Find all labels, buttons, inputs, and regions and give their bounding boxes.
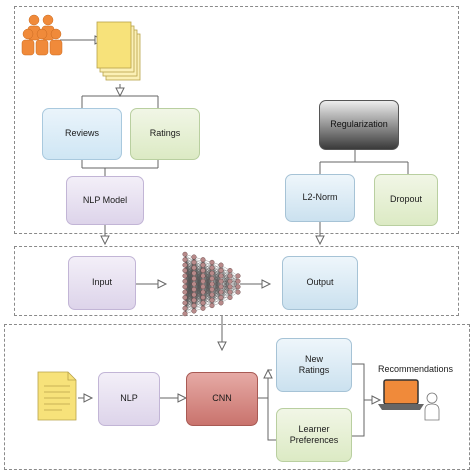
reviews-ratings-to-nlp-model-line — [81, 160, 159, 176]
ratings-label: Ratings — [149, 128, 181, 139]
learner-preferences-label: Learner Preferences — [289, 423, 339, 445]
input-label: Input — [91, 277, 113, 288]
dropout-label: Dropout — [389, 194, 423, 205]
output-label: Output — [306, 277, 334, 288]
recommendations-label: Recommendations — [378, 364, 454, 374]
cnn-to-outputs-line — [258, 369, 276, 441]
l2-norm-label: L2-Norm — [302, 192, 338, 203]
nlp-box: NLP — [98, 372, 160, 426]
input-box: Input — [68, 256, 136, 310]
regularization-label: Regularization — [330, 119, 388, 130]
outputs-to-recommendations-line — [352, 363, 372, 437]
nlp-model-box: NLP Model — [66, 176, 144, 225]
l2-norm-box: L2-Norm — [285, 174, 355, 222]
reviews-label: Reviews — [64, 128, 99, 139]
regularization-split-line — [319, 150, 409, 174]
cnn-label: CNN — [212, 393, 232, 404]
training-region — [14, 246, 459, 316]
nlp-model-label: NLP Model — [82, 194, 128, 205]
regularization-box: Regularization — [319, 100, 399, 150]
output-box: Output — [282, 256, 358, 310]
new-ratings-label: New Ratings — [298, 353, 330, 375]
reviews-box: Reviews — [42, 108, 122, 160]
learner-preferences-box: Learner Preferences — [276, 408, 352, 462]
recommendation-region — [4, 324, 470, 470]
nlp-label: NLP — [120, 393, 138, 404]
new-ratings-box: New Ratings — [276, 338, 352, 392]
cnn-box: CNN — [186, 372, 258, 426]
ratings-box: Ratings — [130, 108, 200, 160]
dropout-box: Dropout — [374, 174, 438, 226]
data-preparation-region — [14, 6, 459, 234]
